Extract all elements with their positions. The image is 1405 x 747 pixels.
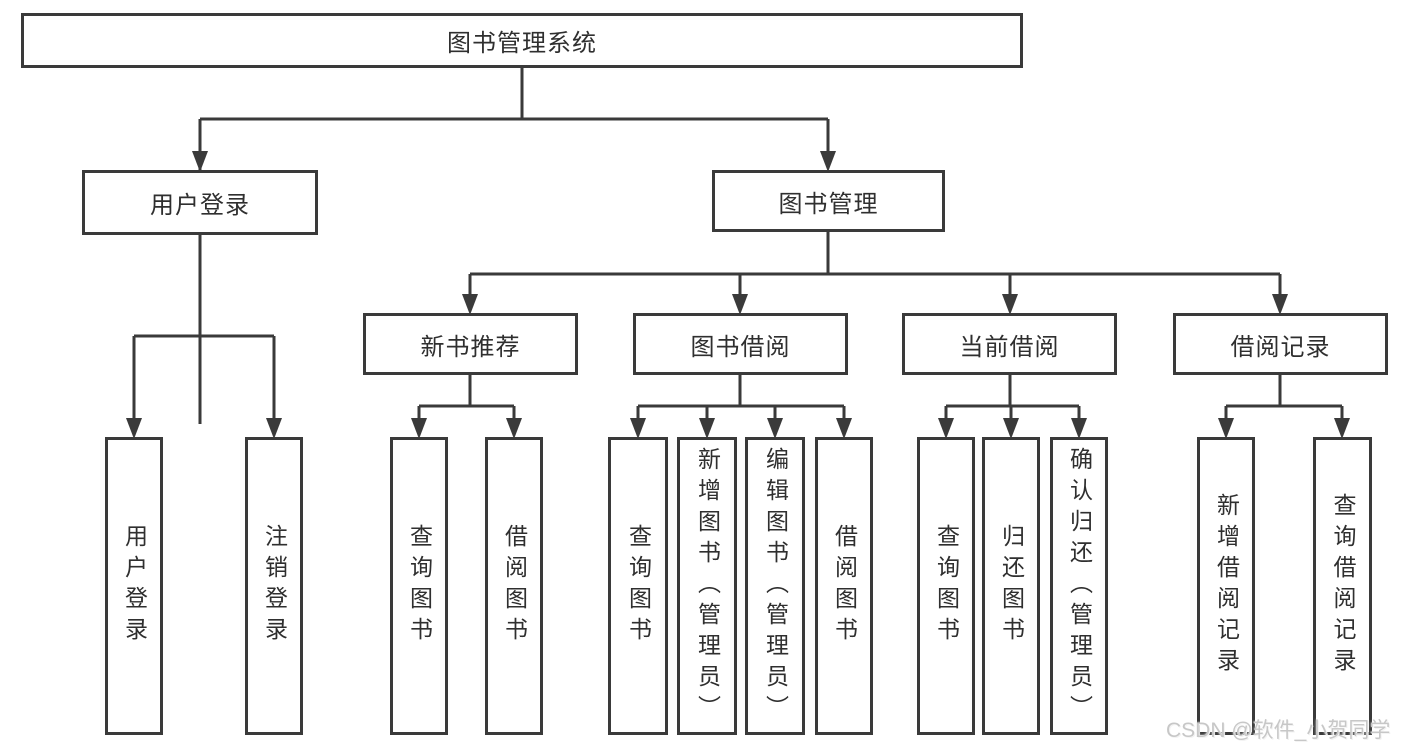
arrowhead-down <box>1003 418 1019 439</box>
node-library-management-system: 图书管理系统 <box>21 13 1023 68</box>
leaf-label: 查询图书 <box>406 524 433 648</box>
arrowhead-down <box>1272 294 1288 315</box>
leaf-query-books-cb: 查询图书 <box>917 437 975 735</box>
arrowhead-down <box>1002 294 1018 315</box>
node-label: 图书管理 <box>778 190 879 218</box>
leaf-query-borrow-record: 查询借阅记录 <box>1313 437 1372 735</box>
arrowhead-down <box>411 418 427 439</box>
leaf-confirm-return-admin: 确认归还（管理员） <box>1050 437 1108 735</box>
leaf-label: 确认归还（管理员） <box>1066 446 1093 726</box>
leaf-edit-books-admin: 编辑图书（管理员） <box>745 437 805 735</box>
arrowhead-down <box>699 418 715 439</box>
arrowhead-down <box>192 151 208 172</box>
leaf-query-books-bb: 查询图书 <box>608 437 668 735</box>
node-label: 图书管理系统 <box>447 30 597 57</box>
arrowhead-down <box>266 418 282 439</box>
leaf-label: 注销登录 <box>261 524 288 648</box>
leaf-label: 编辑图书（管理员） <box>762 446 789 726</box>
arrowhead-down <box>1071 418 1087 439</box>
node-book-borrowing: 图书借阅 <box>633 313 848 375</box>
leaf-user-login: 用户登录 <box>105 437 163 735</box>
arrowhead-down <box>820 151 836 172</box>
csdn-watermark: CSDN @软件_小贺同学 <box>1166 719 1391 742</box>
connector-path <box>132 68 1344 424</box>
leaf-label: 用户登录 <box>121 524 148 648</box>
leaf-add-borrow-record: 新增借阅记录 <box>1197 437 1255 735</box>
leaf-logout: 注销登录 <box>245 437 303 735</box>
arrowhead-down <box>938 418 954 439</box>
arrowhead-down <box>836 418 852 439</box>
leaf-label: 归还图书 <box>998 524 1025 648</box>
arrowhead-down <box>506 418 522 439</box>
leaf-label: 借阅图书 <box>831 524 858 648</box>
arrowhead-down <box>1334 418 1350 439</box>
node-label: 用户登录 <box>150 192 250 219</box>
leaf-borrow-books-nb: 借阅图书 <box>485 437 543 735</box>
leaf-borrow-books-bb: 借阅图书 <box>815 437 873 735</box>
node-label: 当前借阅 <box>959 333 1060 361</box>
arrowhead-down <box>1218 418 1234 439</box>
leaf-label: 借阅图书 <box>501 524 528 648</box>
node-label: 新书推荐 <box>420 333 521 361</box>
leaf-add-books-admin: 新增图书（管理员） <box>677 437 737 735</box>
leaf-label: 查询图书 <box>625 524 652 648</box>
leaf-query-books-nb: 查询图书 <box>390 437 448 735</box>
leaf-return-books: 归还图书 <box>982 437 1040 735</box>
leaf-label: 新增借阅记录 <box>1213 493 1240 679</box>
arrowhead-down <box>732 294 748 315</box>
leaf-label: 新增图书（管理员） <box>694 446 721 726</box>
arrowhead-down <box>767 418 783 439</box>
node-book-management: 图书管理 <box>712 170 945 232</box>
node-user-login: 用户登录 <box>82 170 318 235</box>
arrowhead-down <box>126 418 142 439</box>
node-current-borrowing: 当前借阅 <box>902 313 1117 375</box>
node-borrowing-records: 借阅记录 <box>1173 313 1388 375</box>
arrowhead-down <box>462 294 478 315</box>
node-new-book-recommend: 新书推荐 <box>363 313 578 375</box>
node-label: 图书借阅 <box>690 333 791 361</box>
node-label: 借阅记录 <box>1230 333 1331 361</box>
arrowhead-down <box>630 418 646 439</box>
leaf-label: 查询借阅记录 <box>1330 493 1356 679</box>
leaf-label: 查询图书 <box>933 524 960 648</box>
